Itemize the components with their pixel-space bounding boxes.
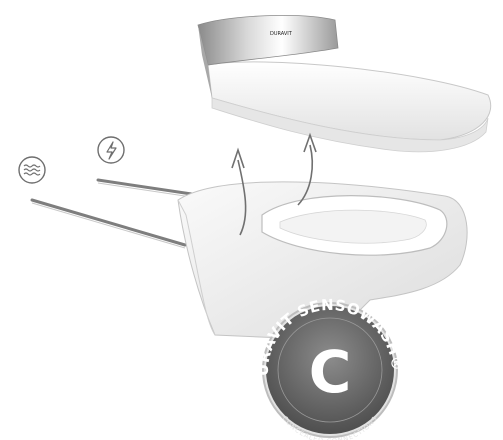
- brand-badge: DURAVIT: [270, 31, 293, 37]
- water-pipe: [32, 200, 185, 248]
- lightning-bolt-icon: [98, 137, 124, 163]
- sensowash-seat: DURAVIT: [198, 15, 491, 151]
- water-waves-icon: [19, 157, 45, 183]
- seal-letter: C: [309, 338, 352, 406]
